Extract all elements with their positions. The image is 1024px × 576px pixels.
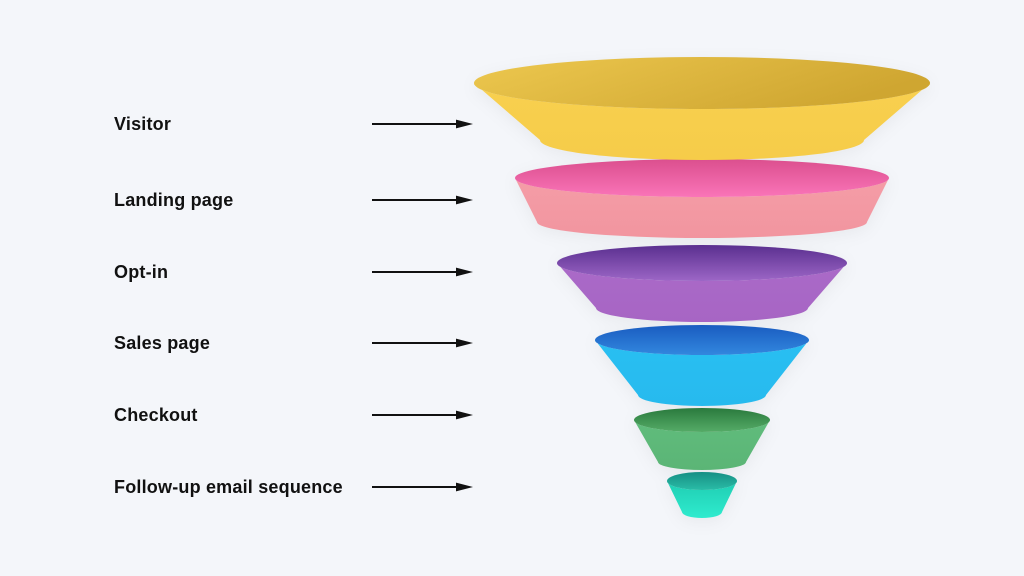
- arrow-icon: [372, 482, 473, 492]
- stage-row-sales-page: Sales page: [114, 330, 473, 356]
- segment-top-ellipse: [667, 472, 737, 490]
- stage-label: Visitor: [114, 113, 172, 134]
- segment-body: [474, 83, 930, 160]
- stage-label: Landing page: [114, 189, 234, 210]
- funnel-diagram: [455, 48, 955, 528]
- arrow-icon: [372, 195, 473, 205]
- segment-top-ellipse: [474, 57, 930, 109]
- funnel-segment-sales-page: [595, 325, 809, 406]
- segment-top-ellipse: [634, 408, 770, 432]
- funnel-segment-follow-up: [667, 472, 737, 518]
- stage-label: Sales page: [114, 332, 211, 353]
- stage-label: Follow-up email sequence: [114, 476, 343, 497]
- stage-label: Checkout: [114, 404, 198, 425]
- segment-top-ellipse: [515, 159, 889, 197]
- segment-top-ellipse: [557, 245, 847, 281]
- stage-row-visitor: Visitor: [114, 111, 473, 137]
- segment-body: [515, 178, 889, 238]
- segment-body: [667, 481, 737, 518]
- funnel-segment-landing-page: [515, 159, 889, 238]
- arrow-icon: [372, 338, 473, 348]
- stage-row-landing-page: Landing page: [114, 187, 473, 213]
- segment-body: [557, 263, 847, 322]
- funnel-graphic: [474, 57, 930, 518]
- arrow-icon: [372, 410, 473, 420]
- funnel-segment-visitor: [474, 57, 930, 160]
- funnel-segment-checkout: [634, 408, 770, 470]
- segment-body: [634, 420, 770, 470]
- stage-row-opt-in: Opt-in: [114, 259, 473, 285]
- segment-body: [595, 340, 809, 406]
- arrow-icon: [372, 119, 473, 129]
- funnel-segment-opt-in: [557, 245, 847, 322]
- stage-row-checkout: Checkout: [114, 402, 473, 428]
- segment-top-ellipse: [595, 325, 809, 355]
- arrow-icon: [372, 267, 473, 277]
- stage-label: Opt-in: [114, 261, 169, 282]
- stage-row-follow-up: Follow-up email sequence: [114, 474, 473, 500]
